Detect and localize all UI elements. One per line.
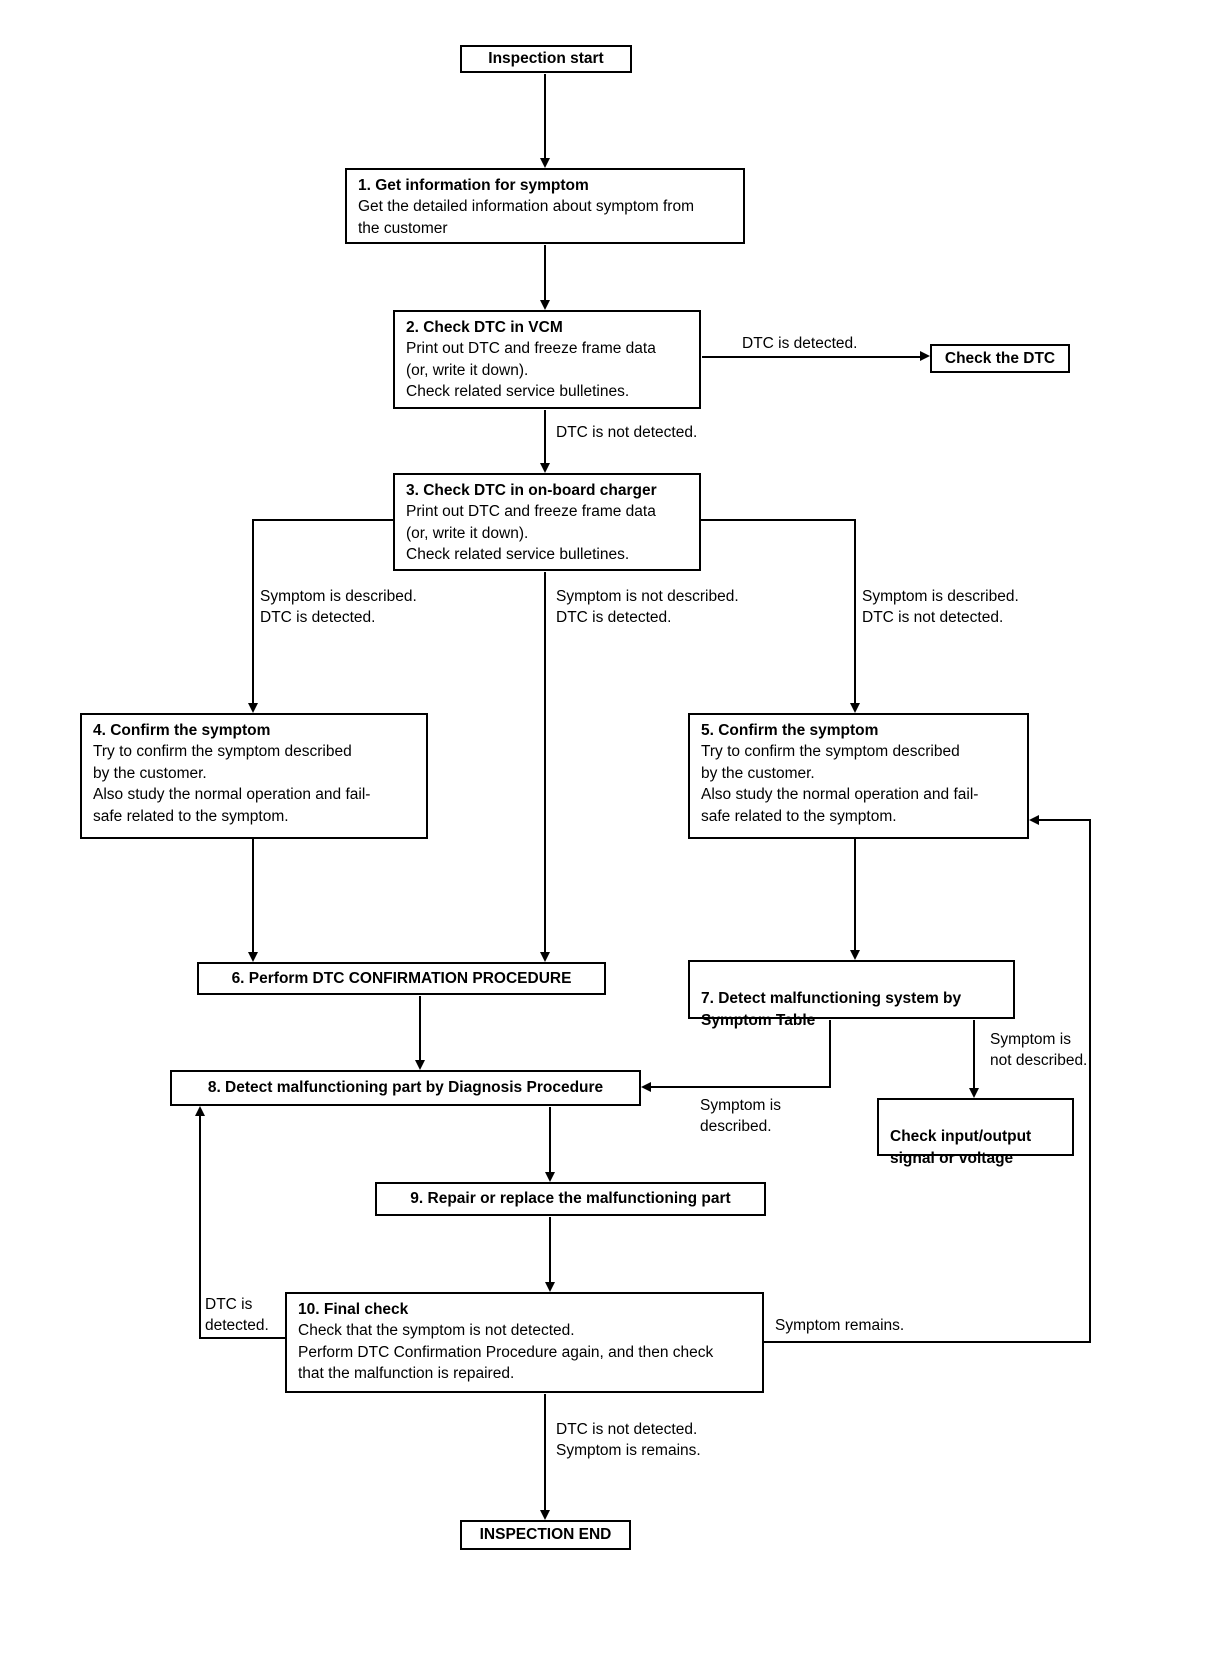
edge-2-to-3 (544, 410, 546, 463)
edge-label-branch-left: Symptom is described. DTC is detected. (260, 588, 417, 626)
node-3-body: Print out DTC and freeze frame data (or,… (406, 503, 656, 564)
node-6-perform-dtc-confirmation: 6. Perform DTC CONFIRMATION PROCEDURE (197, 962, 606, 995)
edge-3-to-4-horizontal (253, 519, 393, 521)
edge-label-end-condition: DTC is not detected. Symptom is remains. (556, 1421, 701, 1459)
edge-3-to-5-vertical (854, 519, 856, 703)
arrowhead-down-icon (540, 1510, 550, 1520)
node-inspection-start: Inspection start (460, 45, 632, 73)
edge-10-to-5-horizontal-bottom (764, 1341, 1091, 1343)
node-1-get-information: 1. Get information for symptom Get the d… (345, 168, 745, 244)
node-1-title: 1. Get information for symptom (358, 177, 589, 194)
edge-label-symptom-remains: Symptom remains. (775, 1317, 905, 1334)
node-4-body: Try to confirm the symptom described by … (93, 743, 371, 825)
node-4-title: 4. Confirm the symptom (93, 722, 271, 739)
node-2-check-dtc-vcm: 2. Check DTC in VCM Print out DTC and fr… (393, 310, 701, 409)
edge-10-to-end (544, 1394, 546, 1510)
arrowhead-right-icon (920, 351, 930, 361)
arrowhead-left-icon (1029, 815, 1039, 825)
node-9-label: 9. Repair or replace the malfunctioning … (410, 1190, 731, 1208)
edge-6-to-8 (419, 996, 421, 1060)
edge-10-to-5-horizontal-top (1039, 819, 1091, 821)
arrowhead-down-icon (850, 950, 860, 960)
edge-3-to-4-vertical (252, 519, 254, 703)
arrowhead-up-icon (195, 1106, 205, 1116)
arrowhead-left-icon (641, 1082, 651, 1092)
edge-10-to-8-vertical (199, 1116, 201, 1339)
edge-10-to-8-horizontal (200, 1337, 285, 1339)
edge-5-to-7 (854, 839, 856, 950)
node-10-body: Check that the symptom is not detected. … (298, 1322, 714, 1383)
edge-3-to-5-horizontal (701, 519, 856, 521)
edge-label-dtc-detected-loop: DTC is detected. (205, 1296, 269, 1334)
arrowhead-down-icon (545, 1172, 555, 1182)
edge-label-dtc-detected: DTC is detected. (742, 335, 858, 352)
node-2-title: 2. Check DTC in VCM (406, 319, 563, 336)
arrowhead-down-icon (969, 1088, 979, 1098)
node-10-final-check: 10. Final check Check that the symptom i… (285, 1292, 764, 1393)
node-2-body: Print out DTC and freeze frame data (or,… (406, 340, 656, 401)
edge-label-dtc-not-detected: DTC is not detected. (556, 424, 698, 441)
edge-label-symptom-described: Symptom is described. (700, 1097, 781, 1135)
node-7-label: 7. Detect malfunctioning system by Sympt… (701, 990, 962, 1029)
node-3-check-dtc-charger: 3. Check DTC in on-board charger Print o… (393, 473, 701, 571)
arrowhead-down-icon (540, 300, 550, 310)
node-9-repair-replace-part: 9. Repair or replace the malfunctioning … (375, 1182, 766, 1216)
arrowhead-down-icon (545, 1282, 555, 1292)
edge-3-to-6 (544, 572, 546, 952)
arrowhead-down-icon (415, 1060, 425, 1070)
edge-start-to-1 (544, 74, 546, 159)
node-inspection-end-label: INSPECTION END (479, 1526, 612, 1544)
node-check-the-dtc: Check the DTC (930, 344, 1070, 373)
node-10-title: 10. Final check (298, 1301, 409, 1318)
node-5-title: 5. Confirm the symptom (701, 722, 879, 739)
node-6-label: 6. Perform DTC CONFIRMATION PROCEDURE (231, 969, 572, 987)
edge-7-to-check-io (973, 1020, 975, 1088)
edge-10-to-5-vertical (1089, 819, 1091, 1343)
edge-2-to-check-dtc (702, 356, 921, 358)
node-4-confirm-symptom: 4. Confirm the symptom Try to confirm th… (80, 713, 428, 839)
edge-7-to-8-horizontal (651, 1086, 831, 1088)
edge-label-symptom-not-described: Symptom is not described. (990, 1031, 1088, 1069)
arrowhead-down-icon (540, 463, 550, 473)
node-check-the-dtc-label: Check the DTC (944, 349, 1056, 367)
edge-9-to-10 (549, 1217, 551, 1282)
node-inspection-start-label: Inspection start (488, 50, 604, 68)
edge-label-branch-right: Symptom is described. DTC is not detecte… (862, 588, 1019, 626)
edge-4-to-6 (252, 839, 254, 952)
node-1-body: Get the detailed information about sympt… (358, 198, 694, 237)
arrowhead-down-icon (540, 158, 550, 168)
arrowhead-down-icon (540, 952, 550, 962)
node-inspection-end: INSPECTION END (460, 1520, 631, 1550)
node-5-confirm-symptom: 5. Confirm the symptom Try to confirm th… (688, 713, 1029, 839)
arrowhead-down-icon (248, 703, 258, 713)
node-check-io-signal-voltage: Check input/output signal or voltage (877, 1098, 1074, 1167)
node-7-detect-system-symptom-table: 7. Detect malfunctioning system by Sympt… (688, 960, 1015, 1029)
node-check-io-label: Check input/output signal or voltage (890, 1128, 1032, 1167)
node-8-detect-part-diagnosis: 8. Detect malfunctioning part by Diagnos… (170, 1070, 641, 1106)
edge-1-to-2 (544, 245, 546, 301)
node-5-body: Try to confirm the symptom described by … (701, 743, 979, 825)
edge-label-branch-middle: Symptom is not described. DTC is detecte… (556, 588, 739, 626)
arrowhead-down-icon (248, 952, 258, 962)
node-3-title: 3. Check DTC in on-board charger (406, 482, 657, 499)
arrowhead-down-icon (850, 703, 860, 713)
edge-7-to-8-vertical (829, 1020, 831, 1088)
edge-8-to-9 (549, 1107, 551, 1172)
node-8-label: 8. Detect malfunctioning part by Diagnos… (207, 1079, 604, 1097)
